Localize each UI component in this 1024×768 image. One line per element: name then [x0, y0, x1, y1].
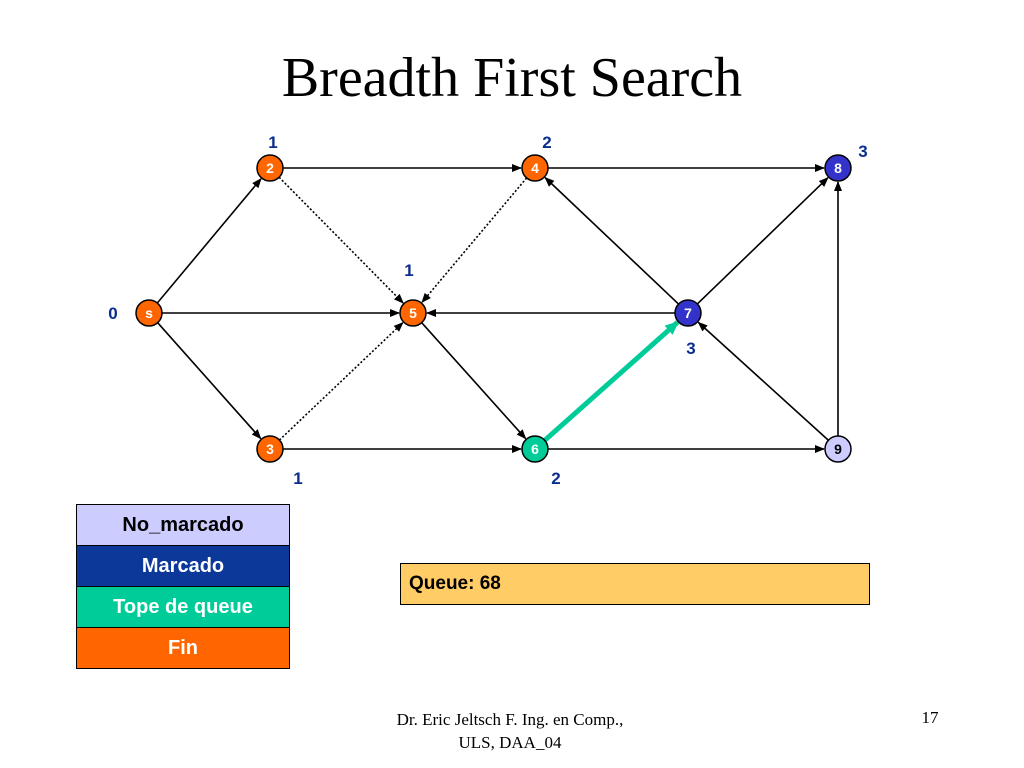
edge-s-3 [157, 322, 262, 440]
node-2: 21 [256, 133, 284, 182]
slide-title: Breadth First Search [281, 47, 743, 109]
legend-fin-label: Fin [168, 636, 198, 659]
legend-no-marcado: No_marcado [76, 504, 290, 546]
legend-marcado: Marcado [76, 545, 290, 587]
footer-text: Dr. Eric Jeltsch F. Ing. en Comp., ULS, … [360, 708, 660, 754]
node-2-circle [256, 154, 284, 182]
node-9-circle [824, 435, 852, 463]
node-6-label: 6 [531, 441, 539, 457]
node-s-circle [135, 299, 163, 327]
node-5-circle [399, 299, 427, 327]
edge-7-4 [544, 176, 680, 305]
node-8-distance: 3 [858, 142, 867, 161]
legend-no-marcado-label: No_marcado [122, 513, 244, 536]
edge-2-5 [278, 176, 404, 304]
edge-3-5 [278, 321, 404, 441]
node-3-label: 3 [266, 441, 274, 457]
node-3: 31 [256, 435, 303, 488]
node-7: 73 [674, 299, 702, 358]
footer-line-2: ULS, DAA_04 [458, 733, 562, 752]
node-6-circle [521, 435, 549, 463]
node-7-circle [674, 299, 702, 327]
node-4-distance: 2 [542, 133, 551, 152]
footer-line-1: Dr. Eric Jeltsch F. Ing. en Comp., [396, 710, 624, 729]
node-8: 83 [824, 142, 868, 182]
node-3-distance: 1 [293, 469, 302, 488]
node-9-label: 9 [834, 441, 842, 457]
legend-tope-de-queue: Tope de queue [76, 586, 290, 628]
node-4-circle [521, 154, 549, 182]
edge-7-8 [696, 177, 829, 305]
node-2-distance: 1 [268, 133, 277, 152]
edge-s-2 [156, 177, 262, 304]
node-6-distance: 2 [551, 469, 560, 488]
edges-layer [156, 164, 842, 453]
node-5-label: 5 [409, 305, 417, 321]
node-9: 9 [824, 435, 852, 463]
node-4-label: 4 [531, 160, 539, 176]
edge-4-5 [421, 177, 528, 304]
node-5: 51 [399, 261, 427, 327]
legend-fin: Fin [76, 627, 290, 669]
node-7-distance: 3 [686, 339, 695, 358]
node-6: 62 [521, 435, 561, 488]
node-7-label: 7 [684, 305, 692, 321]
node-8-label: 8 [834, 160, 842, 176]
queue-text: Queue: 68 [409, 573, 501, 594]
legend-tope-de-queue-label: Tope de queue [113, 595, 253, 618]
legend-marcado-label: Marcado [141, 554, 225, 577]
queue-box: Queue: 68 [400, 563, 870, 605]
edge-5-6 [421, 322, 527, 440]
page-number: 17 [921, 708, 939, 727]
node-s-label: s [145, 305, 153, 321]
node-2-label: 2 [266, 160, 274, 176]
node-s-distance: 0 [108, 304, 117, 323]
node-5-distance: 1 [404, 261, 413, 280]
node-4: 42 [521, 133, 552, 182]
node-8-circle [824, 154, 852, 182]
edge-6-7 [543, 320, 680, 443]
legend: No_marcado Marcado Tope de queue Fin [76, 504, 290, 669]
node-3-circle [256, 435, 284, 463]
edge-9-7 [697, 321, 829, 441]
node-s: s0 [108, 299, 163, 327]
